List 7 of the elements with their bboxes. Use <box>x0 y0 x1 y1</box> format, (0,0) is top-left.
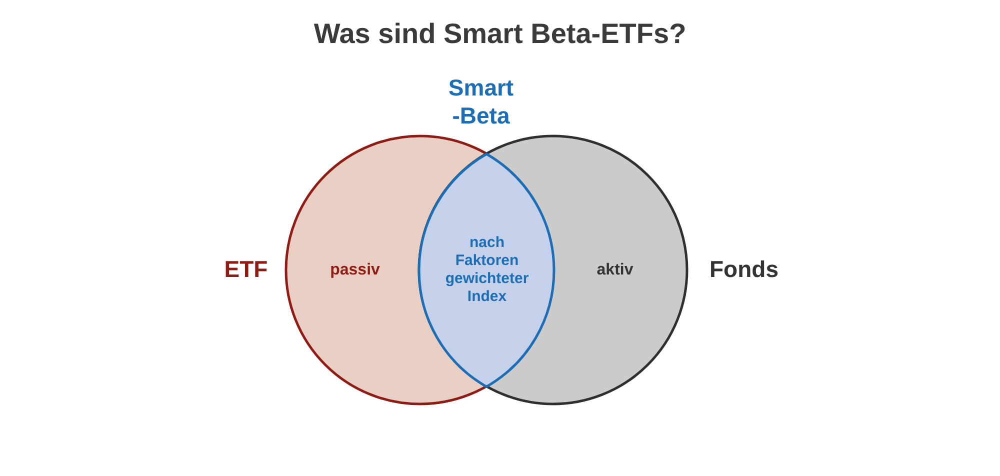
region-label: aktiv <box>596 260 634 280</box>
diagram-title: Was sind Smart Beta-ETFs? <box>314 17 686 51</box>
set-label: Fonds <box>710 256 778 284</box>
region-label: passiv <box>330 260 380 280</box>
set-label: Smart -Beta <box>448 74 514 130</box>
region-label: nach Faktoren gewichteter Index <box>445 234 529 306</box>
set-label: ETF <box>224 256 268 284</box>
